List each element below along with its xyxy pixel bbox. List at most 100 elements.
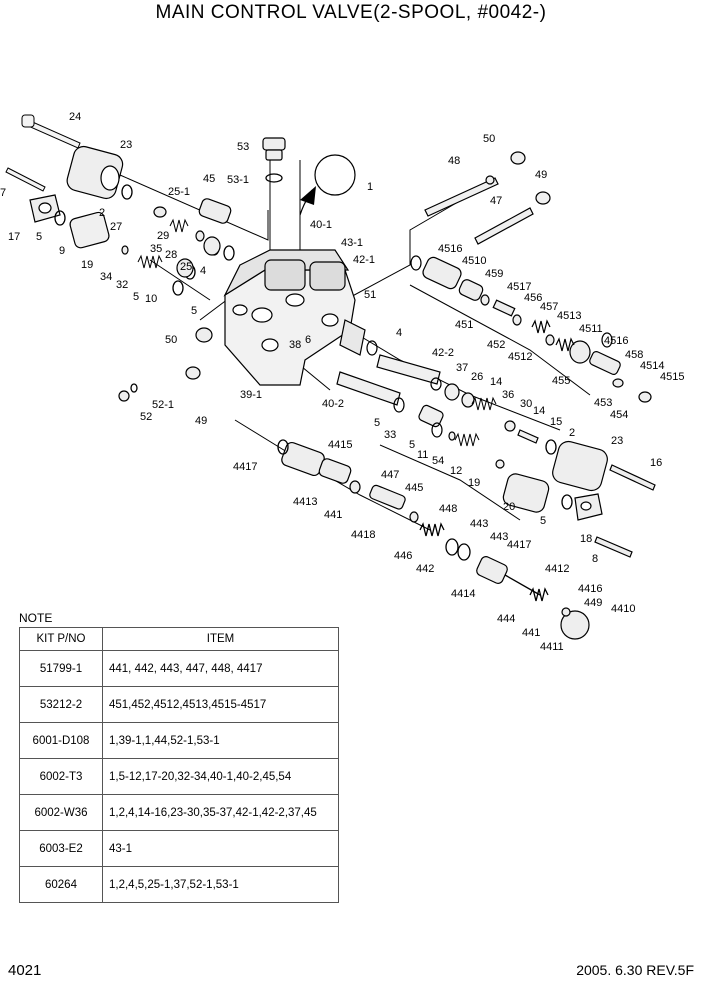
callout-label: 455 [552, 375, 570, 387]
callout-label: 5 [540, 515, 546, 527]
callout-label: 19 [81, 259, 93, 271]
callout-label: 4417 [507, 539, 531, 551]
valve-body [223, 249, 366, 386]
item-cell: 441, 442, 443, 447, 448, 4417 [102, 650, 339, 687]
callout-label: 51 [364, 289, 376, 301]
callout-label: 5 [409, 439, 415, 451]
callout-label: 443 [490, 531, 508, 543]
item-cell: 1,2,4,5,25-1,37,52-1,53-1 [102, 866, 339, 903]
table-row: 51799-1 441, 442, 443, 447, 448, 4417 [19, 650, 339, 687]
callout-label: 4516 [604, 335, 628, 347]
callout-label: 40-1 [310, 219, 332, 231]
callout-label: 25 [180, 261, 192, 273]
callout-label: 4 [396, 327, 402, 339]
callout-label: 451 [455, 319, 473, 331]
callout-label: 43-1 [341, 237, 363, 249]
table-row: 6001-D108 1,39-1,1,44,52-1,53-1 [19, 722, 339, 759]
callout-label: 28 [165, 249, 177, 261]
callout-label: 12 [450, 465, 462, 477]
table-row: 60264 1,2,4,5,25-1,37,52-1,53-1 [19, 866, 339, 903]
callout-label: 42-2 [432, 347, 454, 359]
table-row: 53212-2 451,452,4512,4513,4515-4517 [19, 686, 339, 723]
callout-label: 2 [569, 427, 575, 439]
callout-label: 5 [374, 417, 380, 429]
callout-label: 52-1 [152, 399, 174, 411]
callout-label: 18 [580, 533, 592, 545]
callout-label: 40-2 [322, 398, 344, 410]
callout-label: 4511 [579, 323, 603, 335]
callout-label: 27 [110, 221, 122, 233]
callout-label: 48 [448, 155, 460, 167]
callout-label: 10 [145, 293, 157, 305]
callout-label: 24 [69, 111, 81, 123]
callout-label: 30 [520, 398, 532, 410]
callout-label: 4416 [578, 583, 602, 595]
callout-label: 457 [540, 301, 558, 313]
callout-label: 453 [594, 397, 612, 409]
callout-label: 5 [133, 291, 139, 303]
callout-label: 441 [324, 509, 342, 521]
callout-label: 6 [305, 334, 311, 346]
callout-label: 39-1 [240, 389, 262, 401]
kit-pno-cell: 6002-W36 [19, 794, 103, 831]
callout-label: 8 [592, 553, 598, 565]
item-cell: 43-1 [102, 830, 339, 867]
callout-label: 452 [487, 339, 505, 351]
callout-label: 4513 [557, 310, 581, 322]
callout-label: 4413 [293, 496, 317, 508]
callout-label: 459 [485, 268, 503, 280]
callout-label: 37 [456, 362, 468, 374]
callout-label: 4516 [438, 243, 462, 255]
callout-label: 38 [289, 339, 301, 351]
kit-pno-header: KIT P/NO [19, 627, 103, 651]
kit-pno-cell: 60264 [19, 866, 103, 903]
callout-label: 49 [195, 415, 207, 427]
callout-label: 4418 [351, 529, 375, 541]
table-row: 6003-E2 43-1 [19, 830, 339, 867]
callout-label: 456 [524, 292, 542, 304]
kit-pno-cell: 51799-1 [19, 650, 103, 687]
kit-table: KIT P/NO ITEM 51799-1 441, 442, 443, 447… [19, 627, 339, 903]
table-row: 6002-T3 1,5-12,17-20,32-34,40-1,40-2,45,… [19, 758, 339, 795]
callout-label: 448 [439, 503, 457, 515]
callout-label: 4414 [451, 588, 475, 600]
callout-label: 50 [165, 334, 177, 346]
callout-label: 2 [99, 207, 105, 219]
callout-label: 47 [490, 195, 502, 207]
callout-label: 454 [610, 409, 628, 421]
callout-label: 34 [100, 271, 112, 283]
callout-label: 5 [191, 305, 197, 317]
callout-label: 23 [611, 435, 623, 447]
kit-pno-cell: 6003-E2 [19, 830, 103, 867]
callout-label: 4417 [233, 461, 257, 473]
callout-label: 458 [625, 349, 643, 361]
callout-label: 9 [59, 245, 65, 257]
item-header: ITEM [102, 627, 339, 651]
item-cell: 1,2,4,14-16,23-30,35-37,42-1,42-2,37,45 [102, 794, 339, 831]
callout-label: 4412 [545, 563, 569, 575]
callout-label: 53-1 [227, 174, 249, 186]
callout-label: 50 [483, 133, 495, 145]
callout-label: 42-1 [353, 254, 375, 266]
callout-label: 45 [203, 173, 215, 185]
kit-table-header: KIT P/NO ITEM [19, 627, 339, 651]
callout-label: 35 [150, 243, 162, 255]
callout-label: 4415 [328, 439, 352, 451]
callout-label: 7 [0, 187, 6, 199]
callout-label: 4517 [507, 281, 531, 293]
kit-pno-cell: 6002-T3 [19, 758, 103, 795]
callout-label: 53 [237, 141, 249, 153]
cover-23 [66, 145, 124, 200]
callout-label: 1 [367, 181, 373, 193]
callout-label: 449 [584, 597, 602, 609]
callout-label: 445 [405, 482, 423, 494]
callout-label: 443 [470, 518, 488, 530]
kit-pno-cell: 53212-2 [19, 686, 103, 723]
callout-label: 446 [394, 550, 412, 562]
callout-label: 17 [8, 231, 20, 243]
item-cell: 1,39-1,1,44,52-1,53-1 [102, 722, 339, 759]
callout-label: 29 [157, 230, 169, 242]
callout-label: 19 [468, 477, 480, 489]
callout-label: 14 [533, 405, 545, 417]
